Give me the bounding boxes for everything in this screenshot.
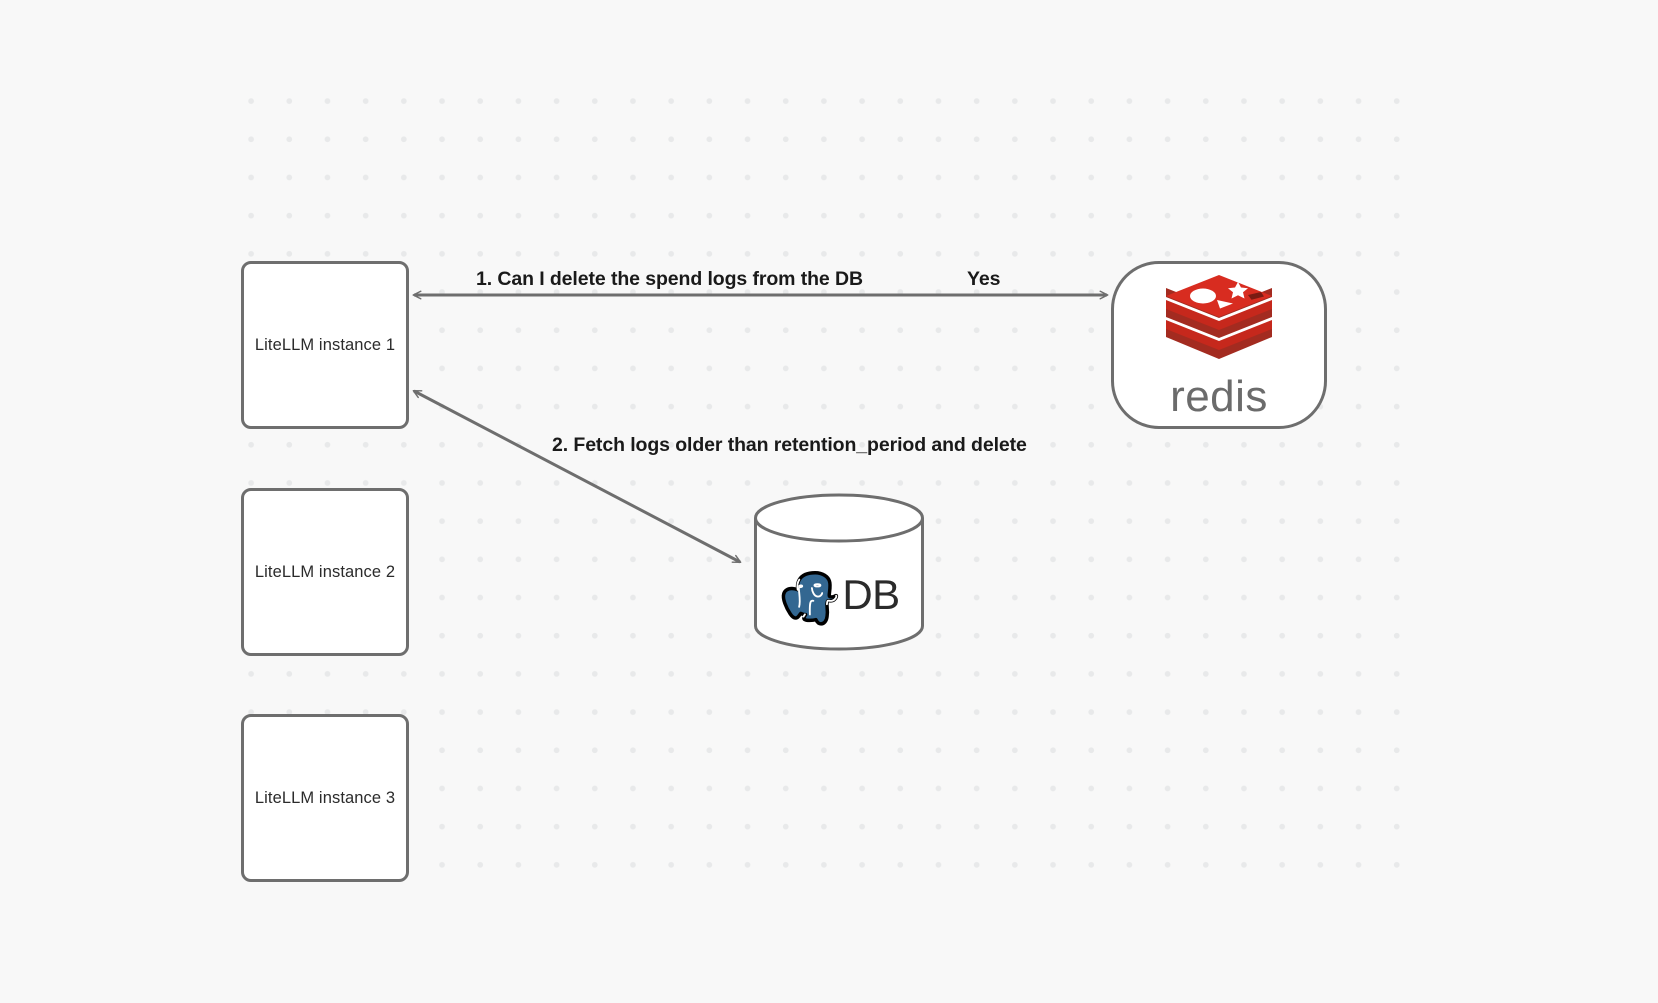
edge-label-request: 1. Can I delete the spend logs from the … [476,268,863,290]
db-text-label: DB [842,571,900,618]
edge-label-fetch-delete: 2. Fetch logs older than retention_perio… [552,434,1027,456]
edge-label-response: Yes [967,268,1001,290]
redis-logo-icon [1166,275,1272,359]
node-db[interactable]: DB [753,493,925,651]
node-litellm-instance-1[interactable]: LiteLLM instance 1 [241,261,409,429]
edge-litellm1-db [412,389,742,564]
node-redis[interactable]: redis [1111,261,1327,429]
node-litellm-instance-2[interactable]: LiteLLM instance 2 [241,488,409,656]
postgresql-elephant-icon [782,570,839,626]
redis-wordmark: redis [1170,372,1268,421]
node-label: LiteLLM instance 3 [254,788,396,807]
node-label: LiteLLM instance 2 [254,562,396,581]
node-label: LiteLLM instance 1 [254,335,396,354]
node-litellm-instance-3[interactable]: LiteLLM instance 3 [241,714,409,882]
